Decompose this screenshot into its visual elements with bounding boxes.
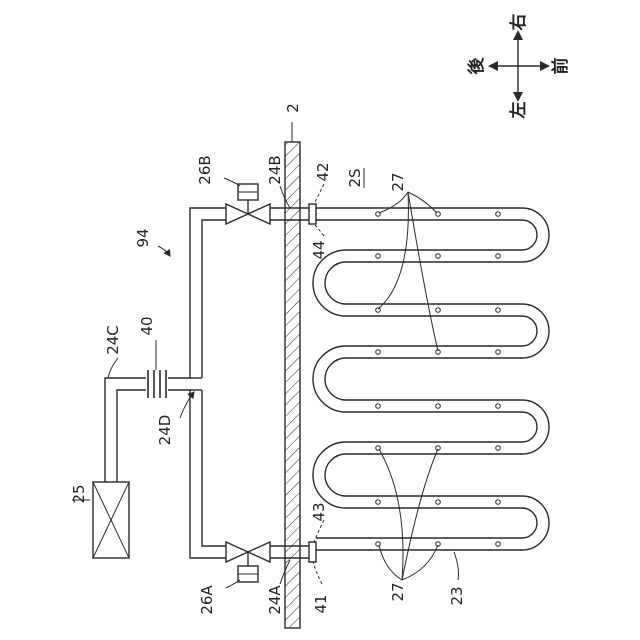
pipe-24c-inner: [117, 390, 146, 482]
valve-26a: [226, 542, 270, 582]
serpentine-pipe-outer: [316, 208, 549, 550]
wall-plate: [285, 142, 300, 628]
compass: 右 左 前 後: [466, 14, 571, 119]
pipe-24c-outer: [105, 378, 146, 482]
leader-24c: [108, 358, 118, 378]
label-26a: 26A: [198, 585, 216, 615]
compass-right-label: 右: [508, 14, 529, 31]
label-24b: 24B: [266, 155, 284, 184]
compass-arrow-rear: [488, 61, 498, 71]
compass-left-label: 左: [508, 102, 529, 119]
coupling-40: [148, 370, 166, 398]
valve-26b: [226, 184, 270, 224]
compass-rear-label: 後: [466, 57, 487, 75]
label-system: 94: [134, 228, 152, 247]
outdoor-unit: [93, 482, 129, 558]
leader-41: [313, 562, 322, 584]
label-wall: 2: [284, 103, 302, 113]
pipe-24d-upper-inner: [202, 220, 226, 378]
label-27-lower: 27: [389, 582, 407, 601]
pipe-24d-lower-outer: [168, 390, 226, 558]
label-43: 43: [310, 502, 328, 521]
joint-upper: [309, 204, 316, 224]
serpentine-pipe-inner: [313, 220, 537, 538]
label-23: 23: [448, 586, 466, 605]
pipe-24d-lower-inner: [202, 390, 226, 546]
label-25: 25: [70, 484, 88, 503]
leader-26b: [224, 178, 240, 186]
leader-24d: [180, 392, 194, 418]
leaders-27-upper: [378, 192, 438, 351]
label-space: 2S: [346, 168, 364, 187]
compass-arrow-right: [513, 30, 523, 40]
leader-42: [314, 184, 324, 204]
label-26b: 26B: [196, 155, 214, 184]
compass-arrow-front: [540, 61, 550, 71]
label-24d: 24D: [156, 415, 174, 446]
label-41: 41: [312, 594, 330, 613]
label-24c: 24C: [104, 325, 122, 355]
leader-23: [454, 552, 459, 580]
label-27-upper: 27: [389, 172, 407, 191]
leader-94: [158, 246, 170, 256]
leader-44: [314, 224, 324, 236]
leader-26a: [226, 580, 240, 588]
label-44: 44: [310, 240, 328, 259]
label-42: 42: [314, 162, 332, 181]
compass-arrow-left: [513, 92, 523, 102]
label-40: 40: [138, 316, 156, 335]
label-24a: 24A: [266, 585, 284, 615]
pipe-24d-upper-outer: [168, 208, 226, 378]
leaders-27-lower: [379, 449, 438, 580]
compass-front-label: 前: [550, 58, 571, 75]
joint-lower: [309, 542, 316, 562]
